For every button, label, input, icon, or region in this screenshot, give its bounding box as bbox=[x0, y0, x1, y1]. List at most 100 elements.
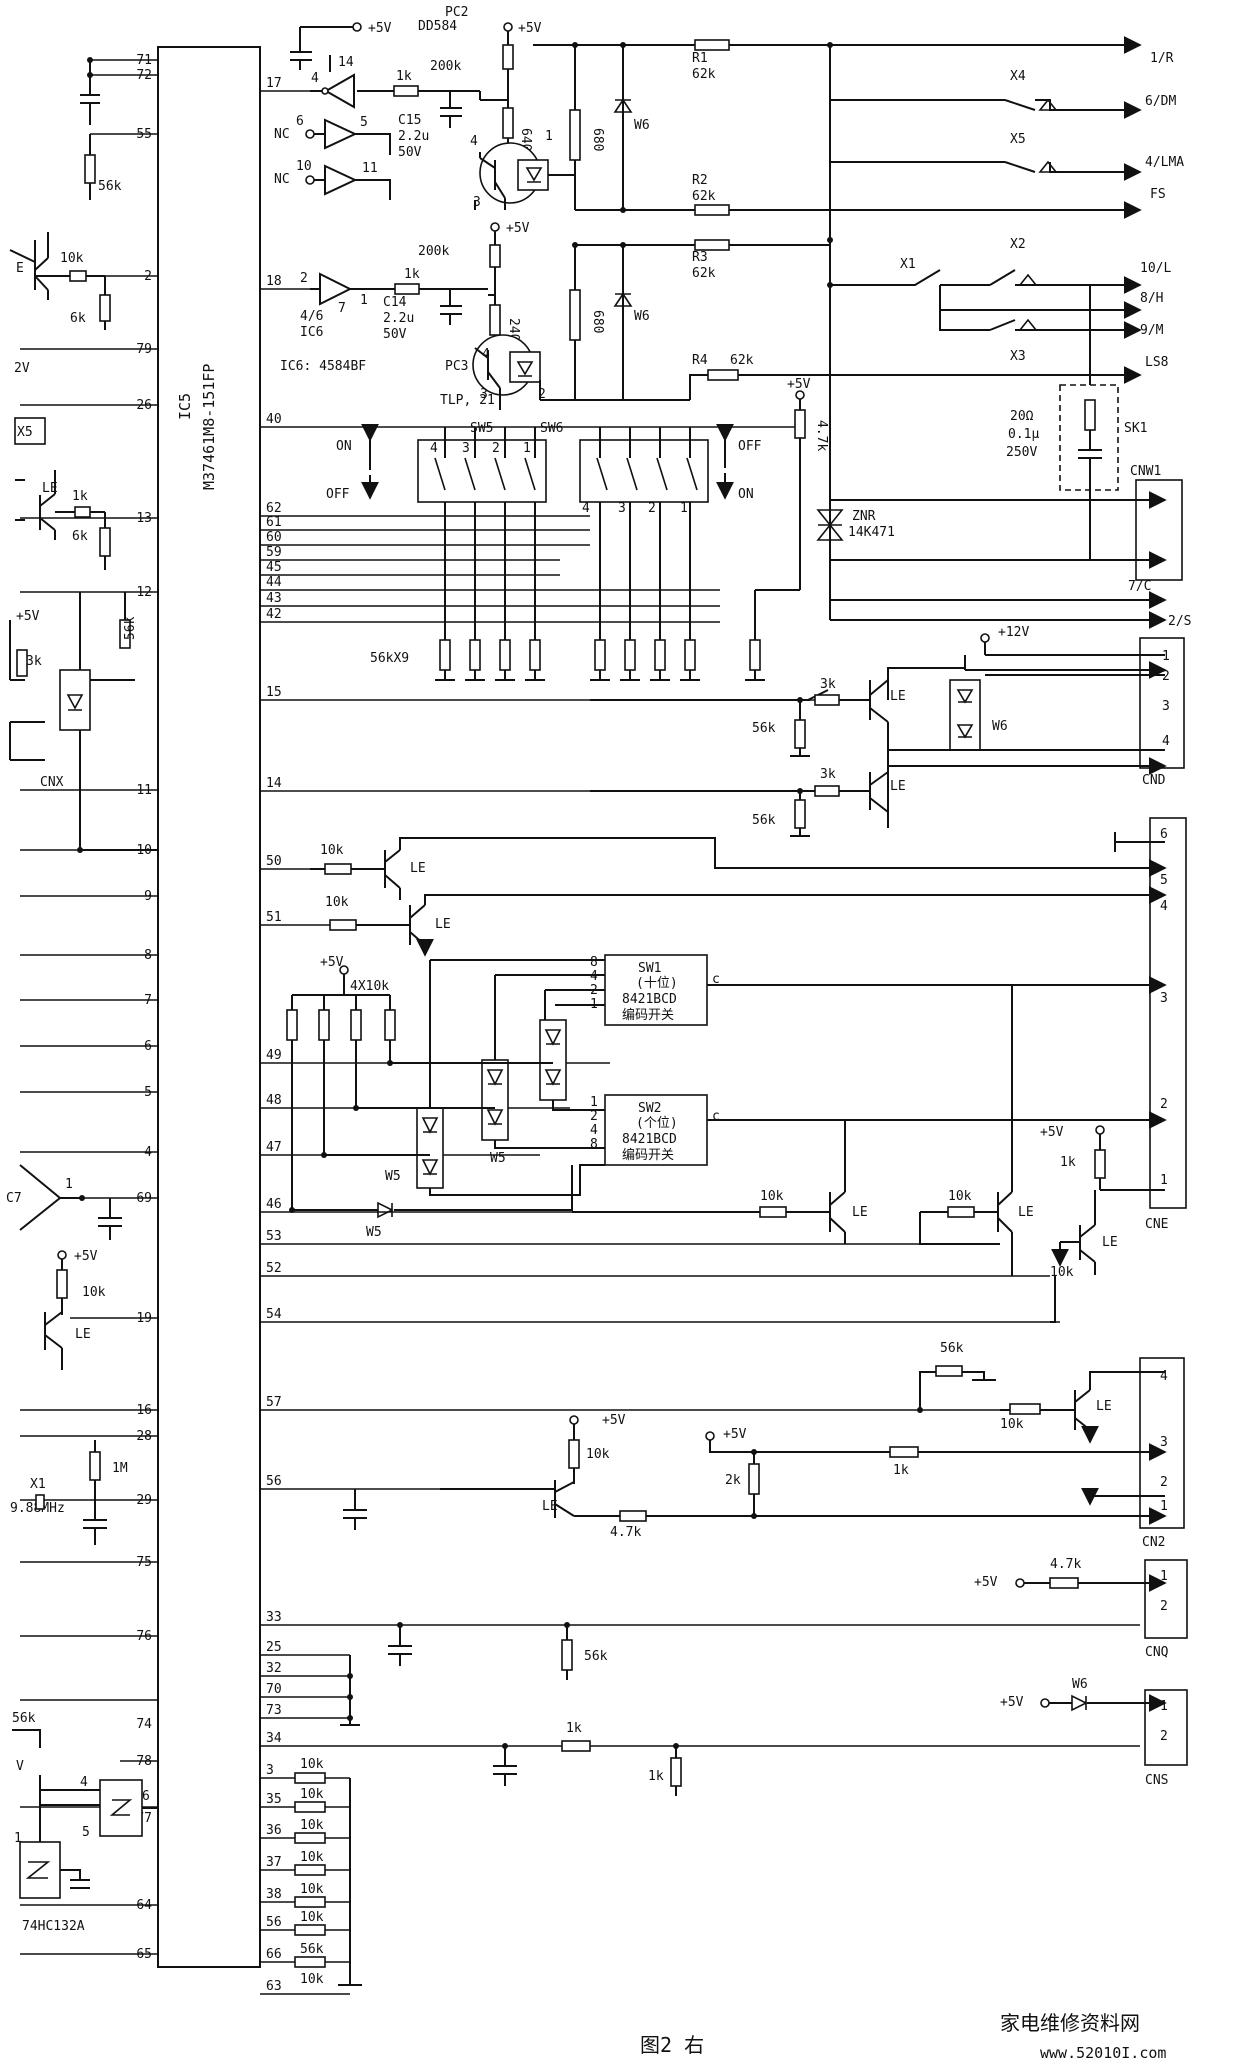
svg-text:LE: LE bbox=[1096, 1399, 1112, 1414]
svg-text:10k: 10k bbox=[325, 895, 349, 910]
svg-text:63: 63 bbox=[266, 1979, 282, 1994]
svg-text:56kX9: 56kX9 bbox=[370, 651, 409, 666]
cns-section: CNS 1 2 +5V W6 1k 1k bbox=[493, 1677, 1188, 1796]
svg-text:2: 2 bbox=[300, 271, 308, 286]
svg-text:10k: 10k bbox=[320, 843, 344, 858]
svg-text:43: 43 bbox=[266, 591, 282, 606]
watermark-url: www.52010I.com bbox=[1040, 2044, 1166, 2062]
svg-text:73: 73 bbox=[266, 1703, 282, 1718]
svg-text:12: 12 bbox=[136, 585, 152, 600]
svg-text:W6: W6 bbox=[634, 118, 650, 133]
svg-text:4.7k: 4.7k bbox=[1050, 1557, 1081, 1572]
svg-text:LE: LE bbox=[75, 1327, 91, 1342]
svg-text:62k: 62k bbox=[692, 189, 716, 204]
svg-text:50V: 50V bbox=[383, 327, 407, 342]
svg-text:IC6: 4584BF: IC6: 4584BF bbox=[280, 359, 366, 374]
svg-text:C15: C15 bbox=[398, 113, 421, 128]
svg-text:1: 1 bbox=[1160, 1569, 1168, 1584]
svg-text:62k: 62k bbox=[692, 67, 716, 82]
svg-text:W5: W5 bbox=[490, 1151, 506, 1166]
svg-text:62k: 62k bbox=[730, 353, 754, 368]
svg-text:3: 3 bbox=[1162, 699, 1170, 714]
svg-text:52: 52 bbox=[266, 1261, 282, 1276]
svg-text:4: 4 bbox=[1160, 1369, 1168, 1384]
svg-text:W5: W5 bbox=[366, 1225, 382, 1240]
svg-text:4: 4 bbox=[144, 1145, 152, 1160]
svg-text:62k: 62k bbox=[692, 266, 716, 281]
svg-text:6: 6 bbox=[142, 1789, 150, 1804]
svg-text:49: 49 bbox=[266, 1048, 282, 1063]
svg-text:10: 10 bbox=[296, 159, 312, 174]
svg-text:2k: 2k bbox=[725, 1473, 741, 1488]
svg-text:10k: 10k bbox=[300, 1787, 324, 1802]
svg-text:53: 53 bbox=[266, 1229, 282, 1244]
svg-text:ON: ON bbox=[336, 439, 352, 454]
svg-text:CNS: CNS bbox=[1145, 1773, 1168, 1788]
svg-text:50V: 50V bbox=[398, 145, 422, 160]
svg-text:PC3: PC3 bbox=[445, 359, 468, 374]
svg-text:16: 16 bbox=[136, 1403, 152, 1418]
svg-text:10k: 10k bbox=[300, 1818, 324, 1833]
svg-text:74HC132A: 74HC132A bbox=[22, 1919, 85, 1934]
gnd-pin-bus bbox=[340, 1655, 360, 1726]
svg-text:32: 32 bbox=[266, 1661, 282, 1676]
svg-text:LE: LE bbox=[410, 861, 426, 876]
svg-text:57: 57 bbox=[266, 1395, 282, 1410]
svg-text:6: 6 bbox=[1160, 827, 1168, 842]
svg-text:4: 4 bbox=[430, 441, 438, 456]
svg-text:45: 45 bbox=[266, 560, 282, 575]
svg-text:40: 40 bbox=[266, 412, 282, 427]
svg-text:X1: X1 bbox=[900, 257, 916, 272]
svg-text:C7: C7 bbox=[6, 1191, 22, 1206]
dip-switch-block: SW5 SW6 ON OFF OFF ON 4 3 2 1 4 3 2 1 bbox=[326, 377, 829, 681]
svg-text:7: 7 bbox=[338, 301, 346, 316]
svg-text:28: 28 bbox=[136, 1429, 152, 1444]
svg-text:X4: X4 bbox=[1010, 69, 1026, 84]
svg-text:4: 4 bbox=[80, 1775, 88, 1790]
cn2-pins: 4 3 2 1 bbox=[1160, 1369, 1168, 1514]
svg-text:+5V: +5V bbox=[74, 1249, 98, 1264]
svg-text:6: 6 bbox=[144, 1039, 152, 1054]
svg-text:PC2: PC2 bbox=[445, 5, 468, 20]
svg-text:W6: W6 bbox=[634, 309, 650, 324]
svg-text:X2: X2 bbox=[1010, 237, 1026, 252]
svg-text:CND: CND bbox=[1142, 773, 1166, 788]
svg-text:X5: X5 bbox=[1010, 132, 1026, 147]
cn2-section: CN2 4 3 2 1 56k 10k LE +5V +5V 10k LE 4.… bbox=[343, 1341, 1185, 1550]
svg-text:3: 3 bbox=[480, 387, 488, 402]
svg-text:60: 60 bbox=[266, 530, 282, 545]
svg-text:编码开关: 编码开关 bbox=[622, 1148, 674, 1163]
svg-text:65: 65 bbox=[136, 1947, 152, 1962]
svg-text:+5V: +5V bbox=[974, 1575, 998, 1590]
svg-text:+12V: +12V bbox=[998, 625, 1029, 640]
svg-text:11: 11 bbox=[362, 161, 378, 176]
svg-text:DD584: DD584 bbox=[418, 19, 457, 34]
svg-text:+5V: +5V bbox=[723, 1427, 747, 1442]
svg-text:69: 69 bbox=[136, 1191, 152, 1206]
svg-text:4/LMA: 4/LMA bbox=[1145, 155, 1184, 170]
svg-text:36: 36 bbox=[266, 1823, 282, 1838]
svg-text:TLP, 21: TLP, 21 bbox=[440, 393, 495, 408]
svg-text:IC6: IC6 bbox=[300, 325, 323, 340]
svg-text:56: 56 bbox=[266, 1915, 282, 1930]
svg-text:1: 1 bbox=[545, 129, 553, 144]
svg-text:55: 55 bbox=[136, 127, 152, 142]
svg-text:SW6: SW6 bbox=[540, 421, 563, 436]
svg-text:2: 2 bbox=[1160, 1097, 1168, 1112]
svg-text:3: 3 bbox=[266, 1763, 274, 1778]
svg-text:6k: 6k bbox=[70, 311, 86, 326]
svg-text:4: 4 bbox=[582, 501, 590, 516]
svg-text:V: V bbox=[16, 1759, 24, 1774]
svg-text:5: 5 bbox=[144, 1085, 152, 1100]
svg-text:10k: 10k bbox=[1050, 1265, 1074, 1280]
svg-text:2: 2 bbox=[492, 441, 500, 456]
svg-text:56k: 56k bbox=[584, 1649, 608, 1664]
svg-text:71: 71 bbox=[136, 53, 152, 68]
svg-text:LE: LE bbox=[890, 779, 906, 794]
ic5-part-label: M37461M8-151FP bbox=[200, 364, 218, 490]
svg-text:8421BCD: 8421BCD bbox=[622, 1132, 677, 1147]
svg-text:38: 38 bbox=[266, 1887, 282, 1902]
svg-text:3k: 3k bbox=[820, 677, 836, 692]
svg-text:200k: 200k bbox=[430, 59, 461, 74]
